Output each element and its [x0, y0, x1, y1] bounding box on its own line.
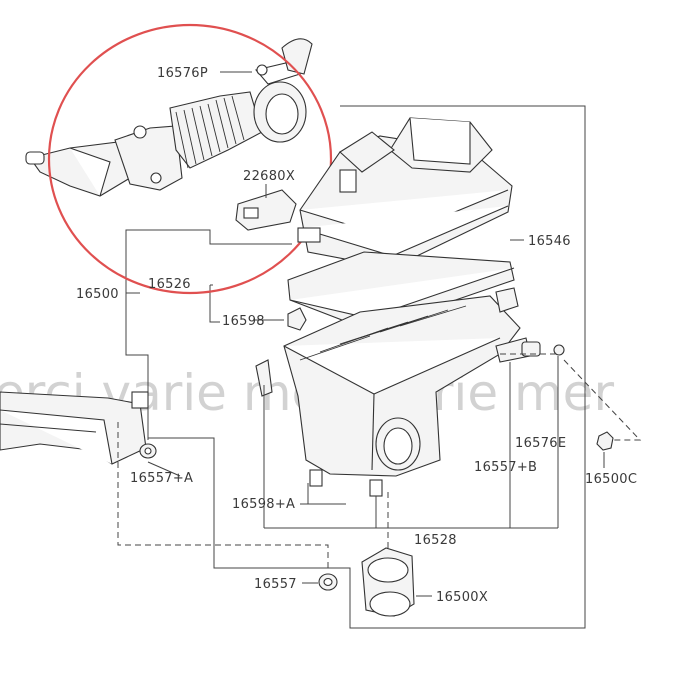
label-16557: 16557: [254, 577, 297, 592]
label-16500C: 16500C: [585, 472, 637, 487]
label-16598: 16598: [222, 314, 265, 329]
highlight-circle: [47, 23, 333, 295]
lower-inlet-ring: [361, 547, 415, 617]
air-cleaner-upper-cover: [297, 117, 513, 269]
label-16576E: 16576E: [515, 436, 566, 451]
label-16546: 16546: [528, 234, 571, 249]
mass-air-flow-sensor: [235, 184, 297, 231]
air-cleaner-lower-case: [255, 287, 531, 497]
label-22680X: 22680X: [243, 169, 295, 184]
label-16557B: 16557+B: [474, 460, 537, 475]
label-16500: 16500: [76, 287, 119, 302]
label-16528: 16528: [414, 533, 457, 548]
grommets-and-clips: [139, 307, 614, 591]
label-16500X: 16500X: [436, 590, 488, 605]
label-16576P: 16576P: [157, 66, 208, 81]
label-16526: 16526: [148, 277, 191, 292]
label-16557A: 16557+A: [130, 471, 193, 486]
snorkel-inlet-duct: [0, 391, 149, 465]
label-16598A: 16598+A: [232, 497, 295, 512]
solid-leader-lines: [147, 71, 605, 597]
dashed-leader-lines: [117, 353, 642, 570]
part-labels: 16576P 22680X 16546 16526 16500 16598 16…: [76, 66, 637, 605]
assembly-bracket-lines: [125, 105, 586, 629]
intake-hose-assembly: [25, 38, 313, 197]
